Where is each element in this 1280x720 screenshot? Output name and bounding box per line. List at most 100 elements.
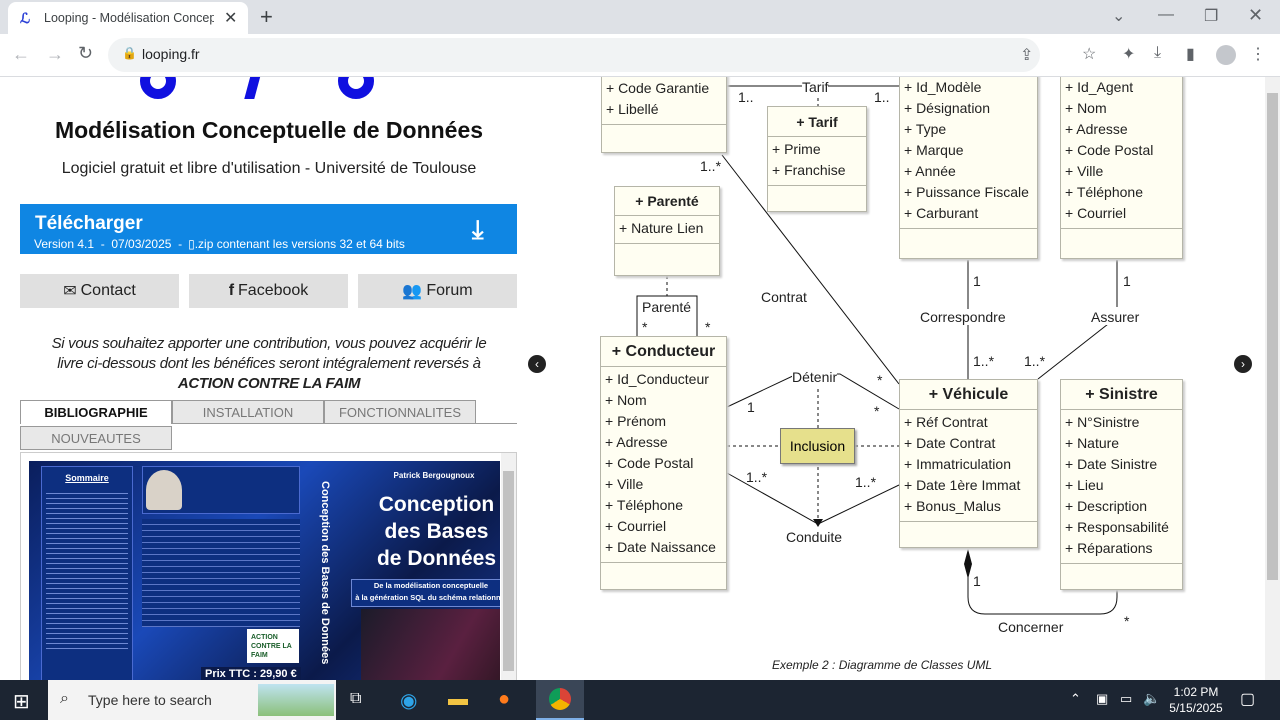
assoc-parente: Parenté [642, 299, 692, 315]
download-button[interactable]: Télécharger Version 4.1 - 07/03/2025 - ▯… [20, 204, 517, 254]
class-tarif[interactable]: + Tarif + Prime+ Franchise [767, 106, 867, 212]
taskbar-search[interactable]: ⌕ Type here to search [48, 680, 336, 720]
looping-logo-part [338, 77, 374, 99]
bookmark-star-icon[interactable]: ☆ [1082, 46, 1097, 63]
class-modele[interactable]: + Id_Modèle+ Désignation+ Type+ Marque+ … [899, 77, 1038, 259]
class-sinistre[interactable]: + Sinistre + N°Sinistre+ Nature+ Date Si… [1060, 379, 1183, 590]
agent-attributes: + Id_Agent+ Nom+ Adresse+ Code Postal+ V… [1061, 77, 1182, 229]
class-attribute: + Description [1065, 498, 1148, 514]
book-panel: Sommaire ACTION CONTRE LA FAIM Prix TTC … [20, 452, 517, 680]
class-agent[interactable]: + Id_Agent+ Nom+ Adresse+ Code Postal+ V… [1060, 77, 1183, 259]
vehicule-attributes: + Réf Contrat+ Date Contrat+ Immatricula… [900, 410, 1037, 522]
book-panel-scrollbar[interactable] [501, 453, 516, 680]
back-icon[interactable]: ← [12, 44, 30, 64]
task-view-icon[interactable]: ⧉ [350, 690, 362, 707]
network-icon[interactable]: ▭ [1120, 691, 1133, 706]
volume-icon[interactable]: 🔈 [1143, 690, 1161, 706]
tab-bibliographie[interactable]: BIBLIOGRAPHIE [20, 400, 172, 424]
windows-taskbar: ⊞ ⌕ Type here to search ⧉ ◉ ▬ ● ⌃ ▣ ▭ 🔈 … [0, 680, 1280, 720]
looping-logo [140, 77, 176, 99]
class-attribute: + Type [904, 121, 947, 137]
multiplicity: 1 [973, 573, 981, 589]
minimize-icon[interactable]: — [1158, 6, 1174, 23]
multiplicity: 1.. [874, 89, 890, 105]
class-attribute: + Responsabilité [1065, 519, 1169, 535]
contribution-text: Si vous souhaitez apporter une contribut… [0, 334, 538, 394]
contact-button[interactable]: ✉Contact [20, 274, 179, 308]
class-garantie[interactable]: + Code Garantie+ Libellé [601, 77, 727, 153]
class-attribute: + Ville [1065, 163, 1104, 179]
multiplicity: 1..* [700, 158, 722, 174]
class-conducteur[interactable]: + Conducteur + Id_Conducteur+ Nom+ Préno… [600, 336, 727, 590]
tab-strip: ℒ Looping - Modélisation Concept ✕ + ⌄ —… [0, 0, 1280, 34]
multiplicity: 1 [1123, 273, 1131, 289]
inclusion-note[interactable]: Inclusion [780, 428, 855, 464]
profile-avatar-icon[interactable] [1216, 45, 1236, 65]
forward-icon[interactable]: → [46, 44, 64, 64]
browser-toolbar: ← → ↻ 🔒 looping.fr ⇪ ☆ ✦ ⤓ ▮ ⋮ [0, 34, 1280, 77]
notifications-icon[interactable]: ▢ [1240, 691, 1256, 708]
file-explorer-icon[interactable]: ▬ [448, 688, 468, 710]
show-hidden-icons-icon[interactable]: ⌃ [1070, 691, 1081, 706]
assoc-correspondre: Correspondre [920, 309, 1006, 325]
menu-kebab-icon[interactable]: ⋮ [1250, 46, 1266, 63]
tab-fonctionnalites[interactable]: FONCTIONNALITES [324, 400, 476, 424]
url-text[interactable]: looping.fr [142, 46, 200, 62]
browser-tab[interactable]: ℒ Looping - Modélisation Concept ✕ [8, 2, 248, 34]
modele-attributes: + Id_Modèle+ Désignation+ Type+ Marque+ … [900, 77, 1037, 229]
sinistre-attributes: + N°Sinistre+ Nature+ Date Sinistre+ Lie… [1061, 410, 1182, 564]
class-parente[interactable]: + Parenté + Nature Lien [614, 186, 720, 276]
multiplicity: 1..* [746, 469, 768, 485]
composition-diamond-icon [964, 549, 972, 579]
class-attribute: + Nom [1065, 100, 1107, 116]
close-window-icon[interactable]: ✕ [1248, 5, 1264, 25]
download-label: Télécharger [35, 213, 143, 234]
class-attribute: + N°Sinistre [1065, 414, 1140, 430]
conducteur-attributes: + Id_Conducteur+ Nom+ Prénom+ Adresse+ C… [601, 367, 726, 563]
class-attribute: + Nature [1065, 435, 1120, 451]
facebook-icon: f [228, 282, 235, 299]
share-icon[interactable]: ⇪ [1020, 47, 1034, 64]
scrollbar-thumb[interactable] [1267, 93, 1278, 580]
class-attribute: + Date Contrat [904, 435, 996, 451]
page-scrollbar[interactable] [1265, 77, 1280, 680]
tab-installation[interactable]: INSTALLATION [172, 400, 324, 424]
class-attribute: + Puissance Fiscale [904, 184, 1029, 200]
address-bar[interactable]: 🔒 looping.fr ⇪ [108, 38, 1040, 72]
assurer-line-bottom [1037, 316, 1118, 380]
side-panel-icon[interactable]: ▮ [1186, 46, 1195, 63]
windows-start-icon[interactable]: ⊞ [13, 691, 30, 713]
download-details: Version 4.1 - 07/03/2025 - ▯.zip contena… [34, 237, 405, 251]
class-attribute: + Adresse [605, 434, 668, 450]
book-illustration [361, 609, 500, 680]
close-tab-icon[interactable]: ✕ [224, 10, 238, 27]
class-vehicule[interactable]: + Véhicule + Réf Contrat+ Date Contrat+ … [899, 379, 1038, 548]
next-slide-icon[interactable]: › [1234, 355, 1252, 373]
downloads-icon[interactable]: ⤓ [1154, 44, 1162, 61]
edge-icon[interactable]: ◉ [400, 690, 418, 712]
device-icon[interactable]: ▣ [1096, 691, 1109, 706]
restore-icon[interactable]: ❐ [1204, 8, 1219, 25]
assoc-contrat: Contrat [761, 289, 807, 305]
lock-icon: 🔒 [122, 46, 137, 60]
class-attribute: + Ville [605, 476, 644, 492]
tab-title: Looping - Modélisation Concept [44, 11, 214, 25]
forum-button[interactable]: 👥Forum [358, 274, 517, 308]
chrome-taskbar-button[interactable] [536, 680, 584, 720]
tab-search-chevron-icon[interactable]: ⌄ [1112, 8, 1126, 25]
looping-favicon-icon: ℒ [20, 10, 31, 26]
diagram-caption: Exemple 2 : Diagramme de Classes UML [772, 658, 993, 672]
reload-icon[interactable]: ↻ [78, 43, 94, 63]
extensions-icon[interactable]: ✦ [1122, 46, 1136, 63]
previous-slide-icon[interactable]: ‹ [528, 355, 546, 373]
multiplicity: 1..* [1024, 353, 1046, 369]
class-attribute: + Id_Agent [1065, 79, 1134, 95]
new-tab-icon[interactable]: + [260, 4, 273, 29]
version-info: Version 4.1 - 07/03/2025 - [34, 237, 183, 251]
site-title: Modélisation Conceptuelle de Données [54, 117, 484, 143]
tab-nouveautes[interactable]: NOUVEAUTES [20, 426, 172, 450]
firefox-icon[interactable]: ● [498, 688, 511, 710]
